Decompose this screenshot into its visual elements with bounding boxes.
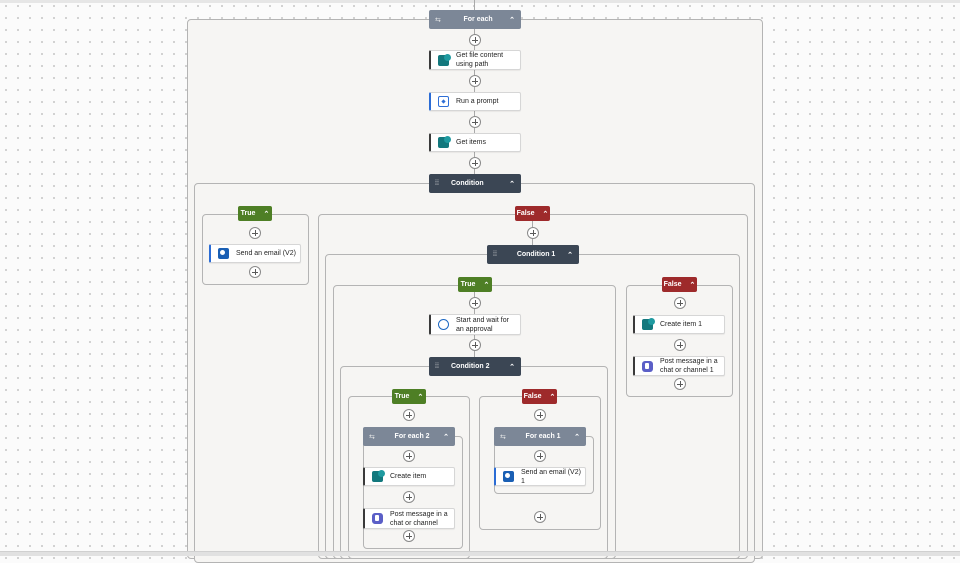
add-step-button[interactable]	[403, 450, 415, 462]
loop-icon: ⇆	[435, 16, 441, 24]
add-step-button[interactable]	[527, 227, 539, 239]
chevron-up-icon[interactable]: ⌃	[509, 180, 515, 188]
add-step-button[interactable]	[674, 378, 686, 390]
add-step-button[interactable]	[469, 157, 481, 169]
bottom-scrollbar[interactable]	[0, 551, 960, 556]
add-step-button[interactable]	[469, 75, 481, 87]
chevron-up-icon[interactable]: ⌃	[417, 393, 424, 401]
loop-icon: ⇆	[500, 433, 506, 441]
add-step-button[interactable]	[403, 530, 415, 542]
add-step-button[interactable]	[403, 491, 415, 503]
add-step-button[interactable]	[674, 297, 686, 309]
add-step-button[interactable]	[534, 409, 546, 421]
sharepoint-icon	[642, 318, 655, 330]
condition-icon: ⁞⁞	[435, 180, 439, 187]
add-step-button[interactable]	[249, 266, 261, 278]
run-prompt-action[interactable]: Run a prompt	[429, 92, 521, 111]
add-step-button[interactable]	[403, 409, 415, 421]
sharepoint-icon	[372, 470, 385, 482]
chevron-up-icon[interactable]: ⌃	[542, 210, 549, 218]
ai-prompt-icon	[438, 96, 449, 107]
connector	[474, 0, 475, 10]
chevron-up-icon[interactable]: ⌃	[567, 251, 573, 259]
create-item1-action[interactable]: Create item 1	[633, 315, 725, 334]
sharepoint-icon	[438, 136, 451, 148]
true-branch-header[interactable]: True ⌃	[238, 206, 272, 221]
chevron-up-icon[interactable]: ⌃	[509, 363, 515, 371]
condition-header[interactable]: ⁞⁞ Condition ⌃	[429, 174, 521, 193]
get-items-action[interactable]: Get items	[429, 133, 521, 152]
condition1-false-header[interactable]: False ⌃	[662, 277, 697, 292]
send-email-action[interactable]: Send an email (V2)	[209, 244, 301, 263]
condition-icon: ⁞⁞	[493, 251, 497, 258]
condition2-true-header[interactable]: True ⌃	[392, 389, 426, 404]
add-step-button[interactable]	[674, 339, 686, 351]
foreach2-header[interactable]: ⇆ For each 2 ⌃	[363, 427, 455, 446]
add-step-button[interactable]	[534, 450, 546, 462]
condition1-header[interactable]: ⁞⁞ Condition 1 ⌃	[487, 245, 579, 264]
chevron-up-icon[interactable]: ⌃	[509, 16, 515, 24]
post-message-action[interactable]: Post message in a chat or channel	[363, 508, 455, 529]
sharepoint-icon	[438, 53, 451, 66]
post-message1-action[interactable]: Post message in a chat or channel 1	[633, 356, 725, 376]
foreach-header[interactable]: ⇆ For each ⌃	[429, 10, 521, 29]
add-step-button[interactable]	[469, 339, 481, 351]
condition2-header[interactable]: ⁞⁞ Condition 2 ⌃	[429, 357, 521, 376]
create-item-action[interactable]: Create item	[363, 467, 455, 486]
outlook-icon	[218, 248, 229, 259]
get-file-content-action[interactable]: Get file content using path	[429, 50, 521, 70]
approval-icon	[438, 319, 449, 330]
condition-icon: ⁞⁞	[435, 363, 439, 370]
chevron-up-icon[interactable]: ⌃	[443, 433, 449, 441]
teams-icon	[372, 513, 383, 524]
false-branch-header[interactable]: False ⌃	[515, 206, 550, 221]
chevron-up-icon[interactable]: ⌃	[689, 281, 696, 289]
add-step-button[interactable]	[534, 511, 546, 523]
add-step-button[interactable]	[249, 227, 261, 239]
condition2-false-header[interactable]: False ⌃	[522, 389, 557, 404]
add-step-button[interactable]	[469, 297, 481, 309]
add-step-button[interactable]	[469, 116, 481, 128]
chevron-up-icon[interactable]: ⌃	[574, 433, 580, 441]
foreach1-header[interactable]: ⇆ For each 1 ⌃	[494, 427, 586, 446]
start-approval-action[interactable]: Start and wait for an approval	[429, 314, 521, 335]
top-divider	[0, 0, 960, 3]
teams-icon	[642, 360, 653, 372]
outlook-icon	[503, 471, 514, 482]
chevron-up-icon[interactable]: ⌃	[549, 393, 556, 401]
add-step-button[interactable]	[469, 34, 481, 46]
chevron-up-icon[interactable]: ⌃	[263, 210, 270, 218]
chevron-up-icon[interactable]: ⌃	[483, 281, 490, 289]
condition1-true-header[interactable]: True ⌃	[458, 277, 492, 292]
loop-icon: ⇆	[369, 433, 375, 441]
send-email1-action[interactable]: Send an email (V2) 1	[494, 467, 586, 486]
